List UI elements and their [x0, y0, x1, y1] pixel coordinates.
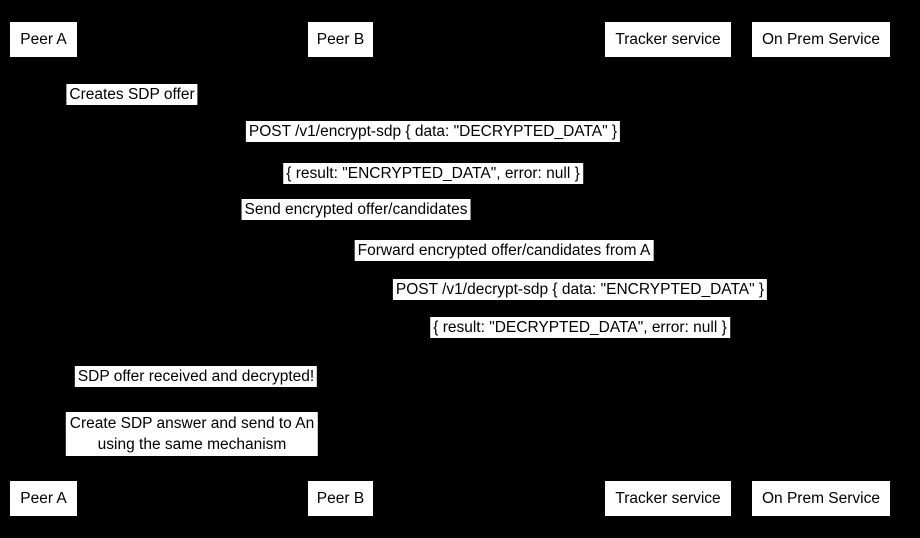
participant-peer-b-bottom: Peer B [308, 481, 373, 516]
participant-on-prem-service-top: On Prem Service [752, 22, 890, 57]
participant-tracker-service-bottom: Tracker service [605, 481, 731, 516]
message-post-decrypt-sdp: POST /v1/decrypt-sdp { data: "ENCRYPTED_… [392, 279, 768, 300]
participant-peer-a-bottom: Peer A [10, 481, 77, 516]
message-send-encrypted-offer: Send encrypted offer/candidates [241, 199, 471, 220]
message-create-sdp-answer: Create SDP answer and send to An using t… [65, 412, 319, 456]
message-result-decrypted-data: { result: "DECRYPTED_DATA", error: null … [430, 317, 730, 338]
message-creates-sdp-offer: Creates SDP offer [66, 84, 198, 105]
participant-tracker-service-top: Tracker service [605, 22, 731, 57]
participant-peer-b-top: Peer B [308, 22, 373, 57]
message-line-1: Create SDP answer and send to An [69, 415, 315, 432]
message-line-2: using the same mechanism [97, 436, 287, 453]
message-post-encrypt-sdp: POST /v1/encrypt-sdp { data: "DECRYPTED_… [245, 121, 621, 142]
participant-peer-a-top: Peer A [10, 22, 77, 57]
message-forward-encrypted-offer: Forward encrypted offer/candidates from … [354, 240, 654, 261]
message-sdp-offer-received: SDP offer received and decrypted! [74, 366, 318, 387]
message-result-encrypted-data: { result: "ENCRYPTED_DATA", error: null … [283, 163, 583, 184]
participant-on-prem-service-bottom: On Prem Service [752, 481, 890, 516]
